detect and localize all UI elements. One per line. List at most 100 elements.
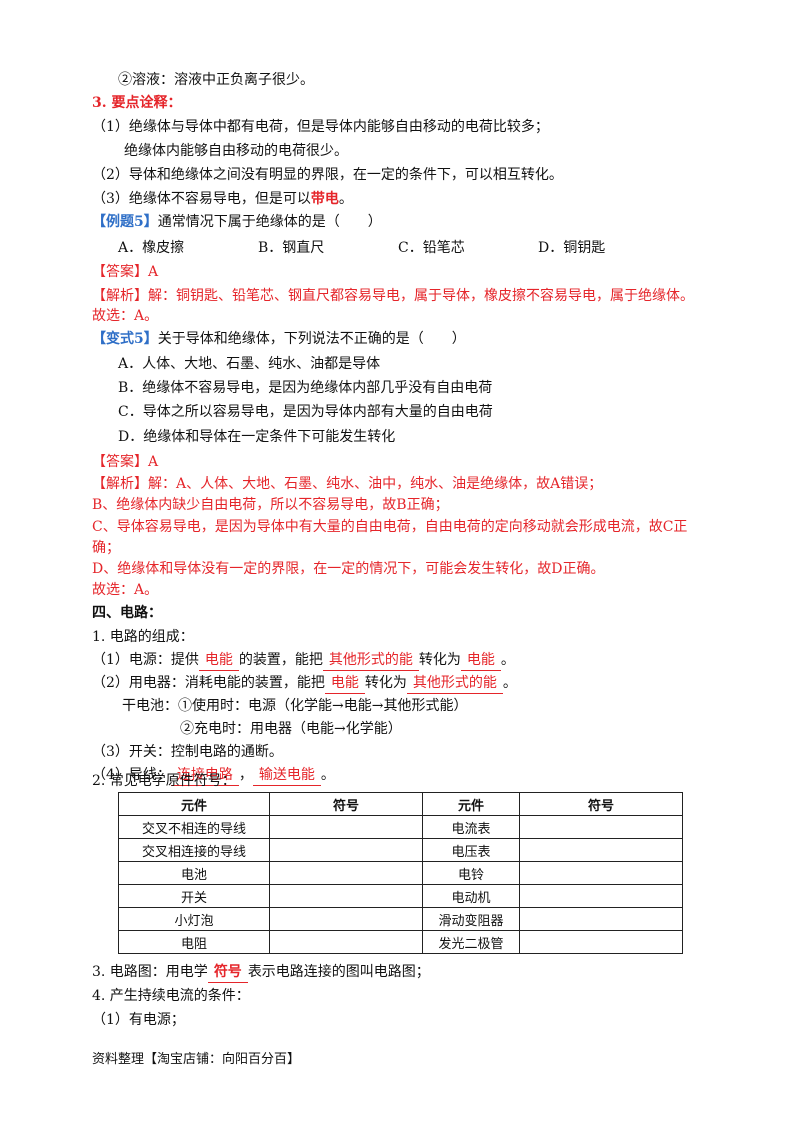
example-5-answer: 【答案】A [92,264,159,280]
table-cell: 电流表 [422,815,520,839]
point-3: （3）绝缘体不容易导电，但是可以带电。 [92,189,353,209]
power-source-pre: （1）电源：提供 [92,652,199,668]
table-cell: 电压表 [422,838,520,862]
variant-5-text: 关于导体和绝缘体，下列说法不正确的是（ ） [157,331,466,347]
variant-5-answer: 【答案】A [92,454,159,470]
solution-note: ②溶液：溶液中正负离子很少。 [118,72,314,88]
point-1a: （1）绝缘体与导体中都有电荷，但是导体内能够自由移动的电荷比较多； [92,119,549,135]
table-cell [269,815,423,839]
appliance-end: 。 [502,675,517,691]
table-cell [519,815,683,839]
variant-5-question: 【变式5】关于导体和绝缘体，下列说法不正确的是（ ） [92,329,466,349]
table-cell [269,930,423,954]
footer-source: 资料整理【淘宝店铺：向阳百分百】 [92,1052,301,1067]
point-1b: 绝缘体内能够自由移动的电荷很少。 [124,143,348,159]
blank-electric-energy-1: 电能 [198,650,239,671]
example-5-question: 【例题5】通常情况下属于绝缘体的是（ ） [92,212,382,232]
analysis-text: 解：铜钥匙、铅笔芯、钢直尺都容易导电，属于导体，橡皮擦不容易导电，属于绝缘体。 [148,288,694,304]
power-source-mid2: 转化为 [418,652,461,668]
wire-pre: （4）导线： [92,767,171,783]
table-row: 交叉不相连的导线 电流表 [118,815,683,839]
table-cell: 滑动变阻器 [422,907,520,931]
blank-connect-circuit: 连接电路 [170,765,239,786]
table-cell [519,884,683,908]
table-cell [519,861,683,885]
continuous-current-heading: 4. 产生持续电流的条件： [92,988,250,1004]
variant-option-a: A．人体、大地、石墨、纯水、油都是导体 [118,356,381,372]
table-cell [269,861,423,885]
variant-5-analysis-4: D、绝缘体和导体没有一定的界限，在一定的情况下，可能会发生转化，故D正确。 [92,561,605,577]
header-symbol-2: 符号 [519,792,683,816]
appliance-pre: （2）用电器：消耗电能的装置，能把 [92,675,325,691]
symbols-heading-text: 2. 常见电学原件符号： [92,773,236,789]
table-cell: 电阻 [118,930,270,954]
table-cell: 开关 [118,884,270,908]
circuit-diagram-pre: 3. 电路图：用电学 [92,964,208,980]
variant-5-analysis-1: 【解析】解：A、人体、大地、石墨、纯水、油中，纯水、油是绝缘体，故A错误； [92,474,602,494]
example-5-analysis: 【解析】解：铜钥匙、铅笔芯、钢直尺都容易导电，属于导体，橡皮擦不容易导电，属于绝… [92,286,694,306]
table-row: 开关 电动机 [118,884,683,908]
point-2: （2）导体和绝缘体之间没有明显的界限，在一定的条件下，可以相互转化。 [92,167,563,183]
section-heading-key-points: 3. 要点诠释： [92,95,182,111]
power-source-end: 。 [500,652,515,668]
header-symbol-1: 符号 [269,792,423,816]
circuit-composition: 1. 电路的组成： [92,629,194,645]
header-component-2: 元件 [422,792,520,816]
variant-option-b: B．绝缘体不容易导电，是因为绝缘体内部几乎没有自由电荷 [118,380,493,396]
variant-option-c: C．导体之所以容易导电，是因为导体内部有大量的自由电荷 [118,404,493,420]
table-cell: 交叉相连接的导线 [118,838,270,862]
wire-line: （4）导线：连接电路，输送电能。 [92,765,335,786]
blank-symbol: 符号 [207,962,248,983]
example-5-text: 通常情况下属于绝缘体的是（ ） [157,214,382,230]
section-heading-circuit: 四、电路： [92,605,162,621]
table-row: 交叉相连接的导线 电压表 [118,838,683,862]
table-cell: 发光二极管 [422,930,520,954]
variant-5-analysis-2: B、绝缘体内缺少自由电荷，所以不容易导电，故B正确； [92,497,449,513]
appliance-line: （2）用电器：消耗电能的装置，能把电能转化为其他形式的能。 [92,673,517,694]
power-source-line: （1）电源：提供电能的装置，能把其他形式的能转化为电能。 [92,650,515,671]
table-cell: 交叉不相连的导线 [118,815,270,839]
blank-electric-energy-3: 电能 [324,673,365,694]
table-cell [269,884,423,908]
condition-1: （1）有电源； [92,1012,185,1028]
example-5-conclusion: 故选：A。 [92,308,159,324]
table-cell [269,838,423,862]
table-cell [269,907,423,931]
circuit-diagram-line: 3. 电路图：用电学符号表示电路连接的图叫电路图； [92,962,430,983]
table-row: 小灯泡 滑动变阻器 [118,907,683,931]
table-cell: 电铃 [422,861,520,885]
option-b: B．钢直尺 [258,240,325,256]
blank-electric-energy-2: 电能 [460,650,501,671]
table-cell: 电动机 [422,884,520,908]
table-cell: 小灯泡 [118,907,270,931]
table-row: 电池 电铃 [118,861,683,885]
variant-analysis-text-1: 解：A、人体、大地、石墨、纯水、油中，纯水、油是绝缘体，故A错误； [148,476,603,492]
variant-5-conclusion: 故选：A。 [92,582,159,598]
table-cell [519,838,683,862]
blank-other-energy-1: 其他形式的能 [322,650,419,671]
blank-transmit-energy: 输送电能 [252,765,321,786]
point-3-emphasis: 带电 [310,191,339,207]
variant-analysis-tag: 【解析】 [92,476,148,492]
variant-5-tag: 【变式5】 [92,331,158,347]
option-a: A．橡皮擦 [118,240,185,256]
symbols-table: 元件 符号 元件 符号 交叉不相连的导线 电流表 交叉相连接的导线 电压表 电池 电铃… [118,792,683,954]
battery-use: 干电池：①使用时：电源（化学能→电能→其他形式能） [122,698,468,714]
wire-end: 。 [320,767,335,783]
table-cell: 电池 [118,861,270,885]
power-source-mid: 的装置，能把 [238,652,323,668]
table-cell [519,907,683,931]
battery-charge: ②充电时：用电器（电能→化学能） [180,721,402,737]
table-row: 电阻 发光二极管 [118,930,683,954]
table-cell [519,930,683,954]
option-d: D．铜钥匙 [538,240,606,256]
variant-5-analysis-3b: 确； [92,540,120,556]
example-5-tag: 【例题5】 [92,214,158,230]
header-component-1: 元件 [118,792,270,816]
wire-sep: ， [238,767,253,783]
table-header-row: 元件 符号 元件 符号 [118,792,683,816]
switch-line: （3）开关：控制电路的通断。 [92,744,283,760]
appliance-mid: 转化为 [364,675,407,691]
variant-5-analysis-3a: C、导体容易导电，是因为导体中有大量的自由电荷，自由电荷的定向移动就会形成电流，… [92,519,688,535]
blank-other-energy-2: 其他形式的能 [406,673,503,694]
